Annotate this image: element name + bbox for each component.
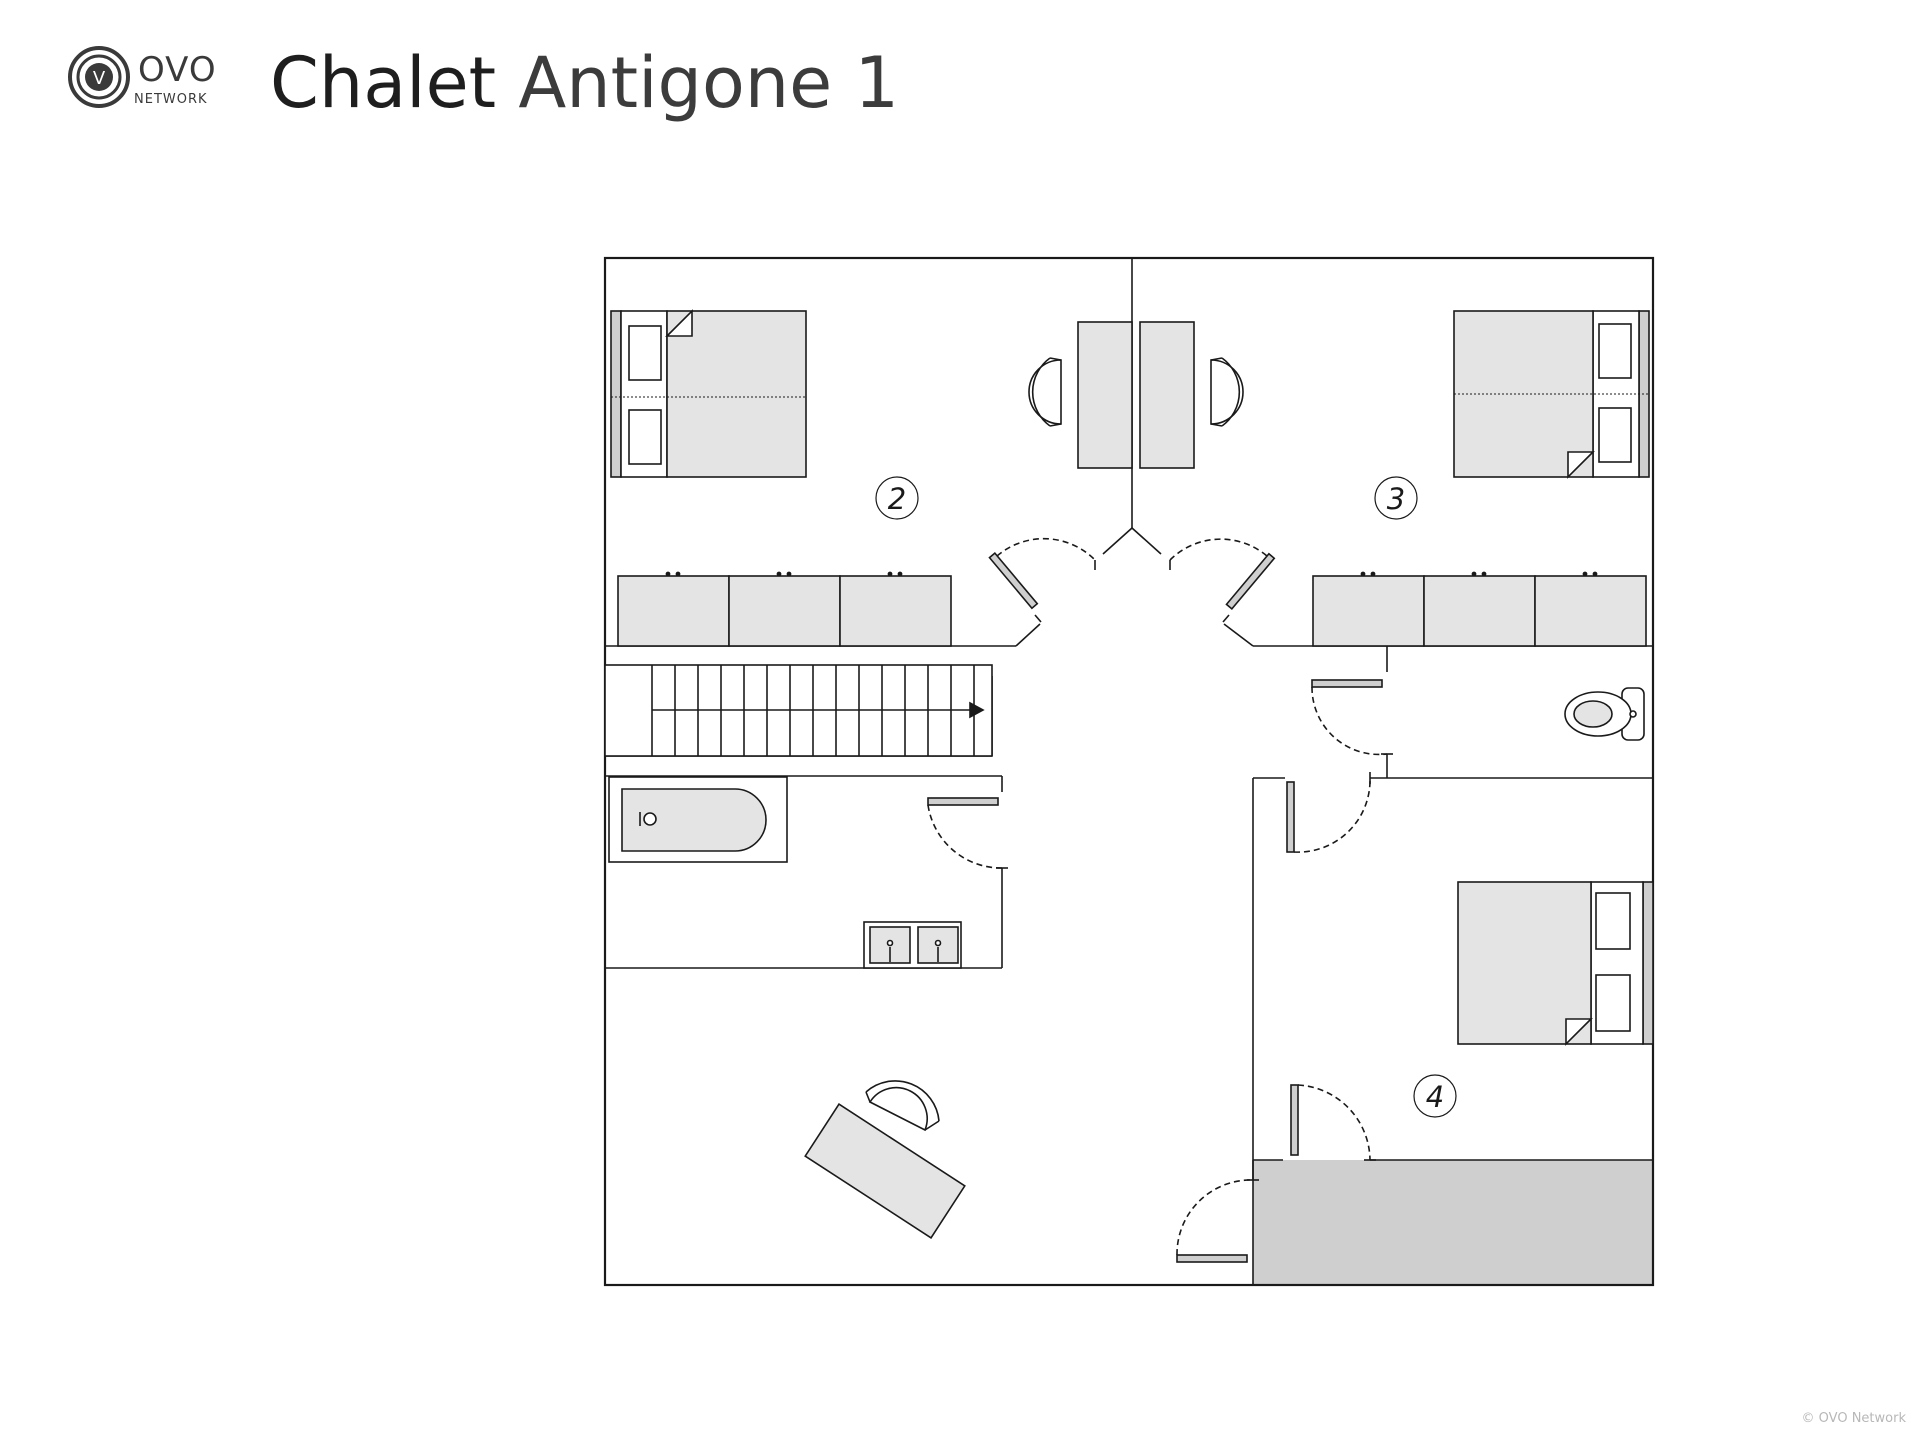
- door-room-3: [1169, 538, 1276, 623]
- door-bathroom: [927, 797, 1008, 869]
- bed-room-3: [1453, 310, 1650, 479]
- toilet: [1564, 687, 1645, 741]
- office-desk: [804, 1103, 966, 1239]
- double-sink: [863, 921, 962, 969]
- wardrobe-room-2: [617, 571, 952, 647]
- shaded-area: [1253, 1160, 1653, 1285]
- title-part-1: Chalet: [270, 42, 497, 124]
- door-room-2: [988, 537, 1096, 623]
- copyright-notice: © OVO Network: [1801, 1411, 1906, 1426]
- room-label-4: 4: [1413, 1074, 1457, 1118]
- door-room-4: [1286, 772, 1371, 853]
- office-chair: [865, 1080, 940, 1132]
- page-title: Chalet Antigone 1: [270, 38, 899, 128]
- staircase: [604, 664, 993, 757]
- room-label-2: 2: [875, 476, 919, 520]
- logo-letter: V: [93, 68, 106, 89]
- room-number-3: 3: [1387, 482, 1405, 516]
- room-number-2: 2: [888, 482, 906, 516]
- logo-wordmark: OVO: [138, 50, 217, 90]
- title-part-2: Antigone 1: [518, 42, 899, 124]
- ovo-logo: V OVO NETWORK: [68, 46, 238, 116]
- door-shaded-area: [1176, 1179, 1259, 1263]
- desk-top-center: [1077, 321, 1195, 469]
- chair-right: [1210, 357, 1244, 427]
- bathtub: [608, 776, 788, 863]
- wardrobe-room-3: [1312, 571, 1647, 647]
- door-room-4-inner: [1290, 1084, 1376, 1161]
- door-wc: [1311, 679, 1393, 756]
- outer-wall: [603, 256, 1655, 1287]
- bed-room-4: [1457, 881, 1654, 1046]
- ovo-logo-icon: V: [68, 46, 130, 108]
- chair-left: [1028, 357, 1062, 427]
- bed-room-2: [610, 309, 807, 478]
- room-label-3: 3: [1374, 476, 1418, 520]
- room-number-4: 4: [1426, 1080, 1444, 1114]
- logo-subword: NETWORK: [134, 92, 208, 107]
